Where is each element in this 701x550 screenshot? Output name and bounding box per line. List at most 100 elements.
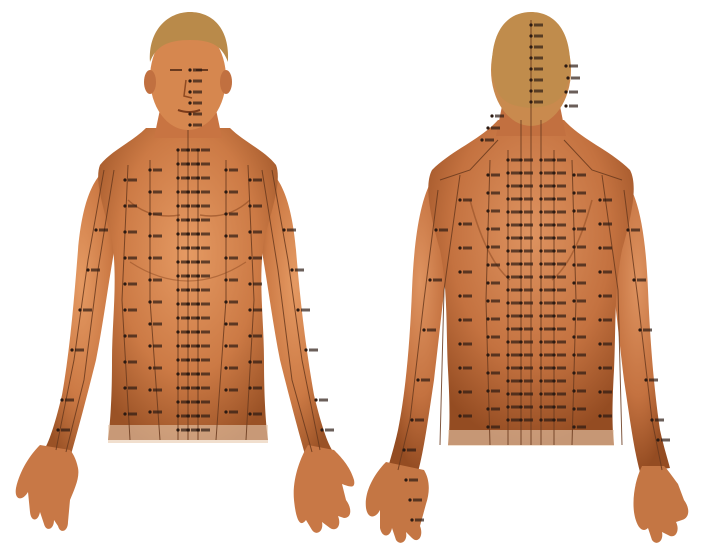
acupoint-label-mark — [407, 449, 416, 452]
acupoint-label-mark — [649, 379, 658, 382]
acupoint-marker — [539, 158, 542, 161]
acupoint-label-mark — [577, 390, 586, 393]
acupoint-marker — [506, 236, 509, 239]
acupoint-marker — [519, 171, 522, 174]
acupoint-marker — [539, 262, 542, 265]
acupoint-marker — [148, 410, 151, 413]
acupoint-label-mark — [524, 276, 533, 279]
acupoint-label-mark — [524, 354, 533, 357]
acupoint-label-mark — [253, 309, 262, 312]
acupoint-marker — [248, 360, 251, 363]
acupoint-label-mark — [201, 219, 210, 222]
acupoint-marker — [572, 281, 575, 284]
acupoint-label-mark — [603, 367, 612, 370]
acupoint-marker — [410, 418, 413, 421]
acupoint-marker — [176, 288, 179, 291]
acupoint-label-mark — [524, 250, 533, 253]
acupoint-marker — [248, 386, 251, 389]
acupoint-label-mark — [201, 317, 210, 320]
acupoint-label-mark — [491, 246, 500, 249]
acupoint-label-mark — [201, 233, 210, 236]
acupoint-label-mark — [557, 237, 566, 240]
acupoint-marker — [519, 366, 522, 369]
acupoint-label-mark — [511, 393, 520, 396]
acupoint-label-mark — [534, 68, 543, 71]
acupoint-marker — [224, 168, 227, 171]
acupoint-marker — [186, 428, 189, 431]
acupoint-label-mark — [511, 367, 520, 370]
acupoint-marker — [458, 318, 461, 321]
acupoint-marker — [148, 190, 151, 193]
acupoint-marker — [506, 392, 509, 395]
acupoint-marker — [552, 314, 555, 317]
acupoint-label-mark — [201, 429, 210, 432]
acupoint-marker — [196, 358, 199, 361]
acupoint-label-mark — [201, 149, 210, 152]
acupoint-label-mark — [534, 79, 543, 82]
acupoint-label-mark — [128, 387, 137, 390]
acupoint-marker — [529, 78, 532, 81]
acupoint-label-mark — [193, 102, 202, 105]
acupoint-marker — [196, 176, 199, 179]
acupoint-marker — [552, 171, 555, 174]
acupoint-marker — [148, 256, 151, 259]
acupoint-marker — [598, 318, 601, 321]
acupoint-marker — [506, 301, 509, 304]
acupoint-label-mark — [229, 191, 238, 194]
acupoint-marker — [506, 418, 509, 421]
acupoint-label-mark — [511, 380, 520, 383]
acupoint-marker — [320, 428, 323, 431]
acupoint-label-mark — [511, 341, 520, 344]
acupoint-label-mark — [128, 309, 137, 312]
acupoint-marker — [196, 400, 199, 403]
acupoint-marker — [572, 227, 575, 230]
acupoint-label-mark — [511, 211, 520, 214]
acupoint-marker — [148, 344, 151, 347]
acupoint-marker — [529, 23, 532, 26]
acupoint-marker — [486, 299, 489, 302]
acupoint-marker — [539, 314, 542, 317]
acupoint-label-mark — [557, 172, 566, 175]
acupoint-label-mark — [319, 399, 328, 402]
acupoint-marker — [539, 197, 542, 200]
acupoint-label-mark — [511, 328, 520, 331]
acupoint-marker — [458, 246, 461, 249]
acupoint-label-mark — [229, 169, 238, 172]
acupoint-label-mark — [491, 282, 500, 285]
acupoint-label-mark — [201, 387, 210, 390]
acupoint-marker — [552, 340, 555, 343]
acupoint-marker — [539, 210, 542, 213]
acupoint-marker — [434, 228, 437, 231]
acupoint-marker — [486, 353, 489, 356]
acupoint-label-mark — [511, 315, 520, 318]
acupoint-label-mark — [524, 380, 533, 383]
acupoint-label-mark — [524, 341, 533, 344]
acupoint-marker — [572, 407, 575, 410]
acupoint-marker — [176, 190, 179, 193]
acupoint-marker — [186, 330, 189, 333]
acupoint-label-mark — [201, 303, 210, 306]
acupoint-marker — [552, 327, 555, 330]
acupoint-label-mark — [463, 247, 472, 250]
acupoint-label-mark — [463, 295, 472, 298]
acupoint-marker — [176, 302, 179, 305]
acupoint-label-mark — [557, 263, 566, 266]
acupoint-marker — [196, 344, 199, 347]
acupoint-label-mark — [153, 323, 162, 326]
acupoint-marker — [626, 228, 629, 231]
acupoint-label-mark — [557, 211, 566, 214]
acupoint-label-mark — [253, 231, 262, 234]
acupoint-marker — [176, 162, 179, 165]
acupoint-label-mark — [153, 367, 162, 370]
acupoint-marker — [598, 270, 601, 273]
acupoint-marker — [458, 414, 461, 417]
acupoint-marker — [564, 64, 567, 67]
acupoint-label-mark — [491, 390, 500, 393]
acupoint-marker — [196, 232, 199, 235]
acupoint-label-mark — [557, 328, 566, 331]
acupoint-label-mark — [427, 329, 436, 332]
acupoint-label-mark — [229, 235, 238, 238]
acupoint-marker — [506, 210, 509, 213]
back-right-hand — [633, 466, 688, 543]
acupoint-marker — [224, 410, 227, 413]
